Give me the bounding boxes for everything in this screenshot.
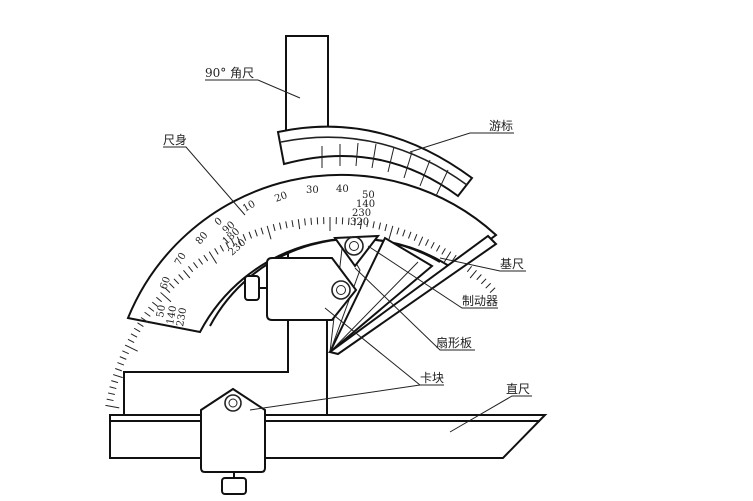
square-90-vertical-bar xyxy=(286,36,328,140)
knob-icon xyxy=(222,478,246,494)
label-sector-plate: 扇形板 xyxy=(436,335,472,350)
straight-ruler xyxy=(110,415,545,458)
label-brake: 制动器 xyxy=(462,294,498,308)
label-straight-ruler: 直尺 xyxy=(506,382,530,396)
label-vernier: 游标 xyxy=(489,119,513,133)
knob-icon xyxy=(245,276,259,300)
lower-clamp-block xyxy=(201,389,265,494)
svg-text:30: 30 xyxy=(306,185,319,196)
label-square-90: 90° 角尺 xyxy=(205,66,254,80)
svg-text:40: 40 xyxy=(336,184,349,195)
label-body: 尺身 xyxy=(163,132,187,147)
label-clamp-block: 卡块 xyxy=(420,371,444,385)
label-base-ruler: 基尺 xyxy=(500,257,524,271)
svg-text:320: 320 xyxy=(350,217,369,228)
